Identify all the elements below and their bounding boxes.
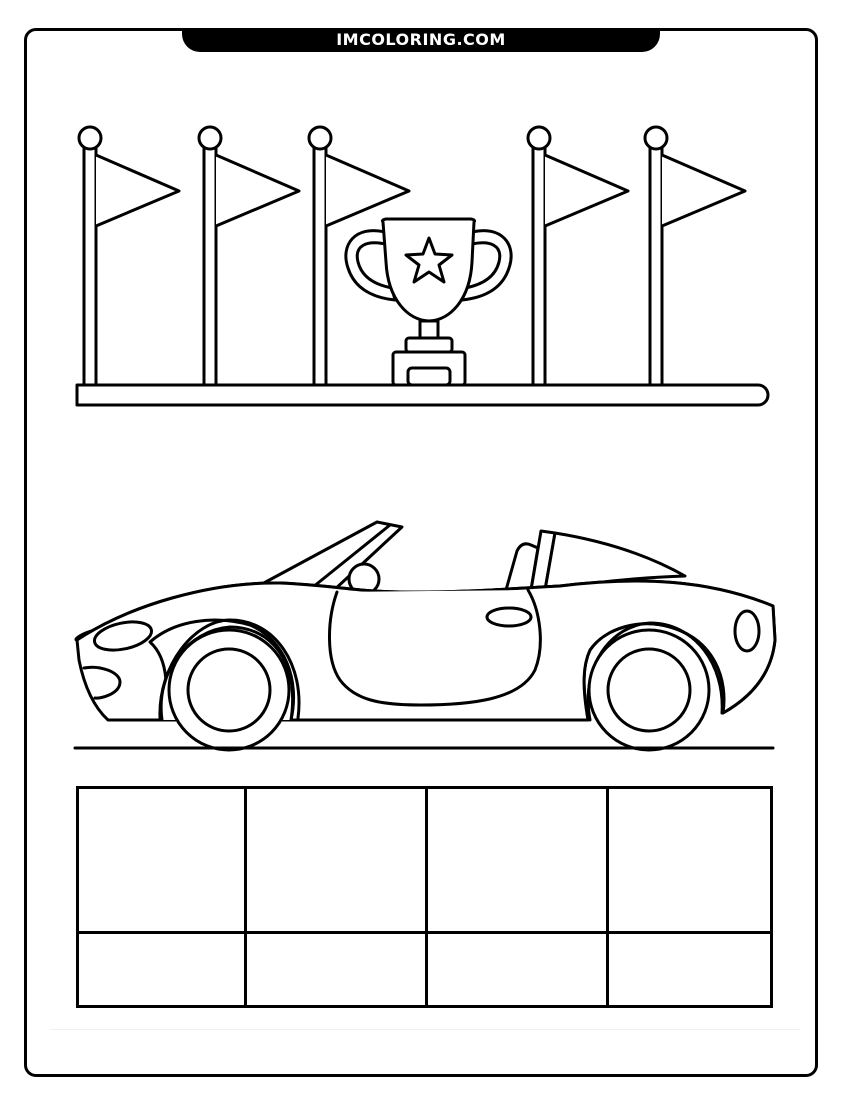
grid-cell — [609, 934, 770, 1005]
flag-1-icon — [77, 125, 181, 387]
grid-cell — [247, 934, 428, 1005]
flag-5-icon — [643, 125, 747, 387]
grid-cell — [428, 789, 609, 934]
site-name: IMCOLORING.COM — [336, 30, 506, 49]
grid-cell — [428, 934, 609, 1005]
shelf-base — [75, 383, 770, 407]
grid-cell — [79, 934, 247, 1005]
flag-2-icon — [197, 125, 301, 387]
site-banner: IMCOLORING.COM — [182, 28, 660, 52]
convertible-sports-car-icon — [74, 520, 777, 752]
grid-cell — [247, 789, 428, 934]
divider — [50, 1029, 800, 1030]
coloring-grid — [76, 786, 773, 1008]
star-icon — [404, 236, 454, 284]
grid-cell — [609, 789, 770, 934]
flag-3-icon — [307, 125, 411, 387]
flag-4-icon — [526, 125, 630, 387]
trophy-icon — [344, 217, 513, 387]
grid-cell — [79, 789, 247, 934]
